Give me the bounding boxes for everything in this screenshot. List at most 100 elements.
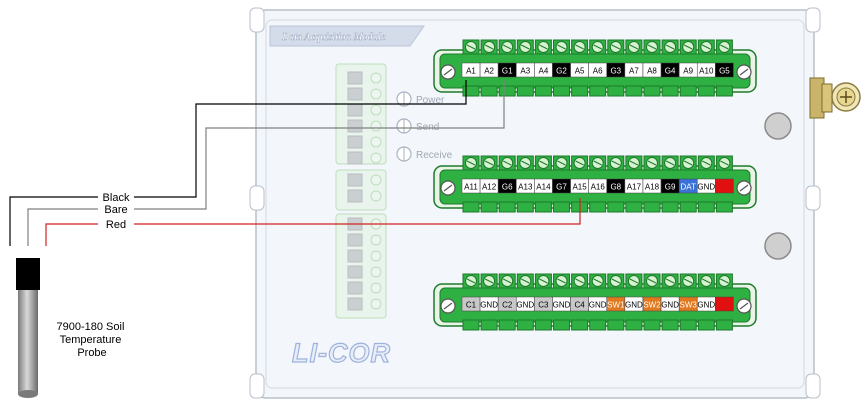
led-power: Power [396, 91, 445, 107]
terminal-a1: A1 [461, 62, 481, 78]
terminal-g9: G9 [660, 178, 680, 194]
terminal-label: G8 [610, 183, 621, 192]
module-title-banner: Data Acquisition Module [269, 25, 425, 47]
terminal-a3: A3 [516, 62, 535, 78]
terminal-label: A16 [591, 183, 606, 192]
led-label: Power [416, 95, 445, 106]
wire-label-black: Black [103, 192, 130, 204]
round-button[interactable] [764, 232, 792, 260]
terminal-label: G5 [719, 67, 730, 76]
terminal-g3: G3 [606, 62, 626, 78]
terminal-a7: A7 [624, 62, 644, 78]
terminal-label: A18 [645, 183, 660, 192]
terminal-label: PWR [715, 183, 734, 192]
led-send: Send [396, 118, 439, 134]
wires [9, 80, 581, 246]
terminal-g4: G4 [660, 62, 680, 78]
bnc-connector [809, 77, 861, 119]
terminal-g6: G6 [497, 178, 517, 194]
terminal-a17: A17 [624, 178, 644, 194]
led-receive: Receive [396, 146, 453, 162]
terminal-label: A12 [482, 183, 497, 192]
terminal-label: C4 [574, 301, 585, 310]
terminal-label: G1 [502, 67, 513, 76]
terminal-label: A7 [629, 67, 639, 76]
terminal-sw3: SW3 [678, 296, 698, 312]
terminal-a10: A10 [697, 62, 716, 78]
brand-logo: LI-COR [292, 338, 391, 368]
terminal-label: DAT [680, 183, 696, 192]
terminal-pwr: PWR [715, 178, 734, 194]
terminal-gnd: GND [660, 296, 680, 312]
terminal-label: A9 [683, 67, 693, 76]
terminal-label: GND [516, 301, 534, 310]
terminal-g5: G5 [715, 62, 734, 78]
terminal-g2: G2 [552, 62, 571, 78]
bare-wire [27, 80, 505, 246]
terminal-label: A3 [520, 67, 530, 76]
terminal-label: C1 [466, 301, 477, 310]
terminal-label: A14 [536, 183, 551, 192]
terminal-a4: A4 [534, 62, 553, 78]
terminal-c3: C3 [534, 296, 553, 312]
terminal-c4: C4 [570, 296, 589, 312]
terminal-g8: G8 [606, 178, 626, 194]
terminal-label: C3 [538, 301, 549, 310]
terminal-label: GND [697, 301, 715, 310]
terminal-a2: A2 [479, 62, 499, 78]
terminal-g1: G1 [497, 62, 517, 78]
temperature-probe [16, 258, 40, 398]
terminal-label: A11 [464, 183, 478, 192]
terminal-label: GND [589, 301, 607, 310]
terminal-g7: G7 [552, 178, 571, 194]
terminal-a9: A9 [678, 62, 698, 78]
terminal-label: A13 [518, 183, 533, 192]
terminal-c1: C1 [461, 296, 481, 312]
terminal-label: G2 [556, 67, 567, 76]
terminal-gnd: GND [479, 296, 499, 312]
terminal-a5: A5 [570, 62, 589, 78]
terminal-a11: A11 [461, 178, 481, 194]
terminal-label: SW1 [607, 301, 625, 310]
terminal-a8: A8 [642, 62, 662, 78]
terminal-label: A6 [593, 67, 603, 76]
led-label: Receive [416, 150, 453, 161]
terminal-gnd: GND [588, 296, 607, 312]
terminal-a18: A18 [642, 178, 662, 194]
terminal-label: GND [553, 301, 571, 310]
terminal-label: G6 [502, 183, 513, 192]
terminal-c2: C2 [497, 296, 517, 312]
terminal-pwr: PWR [715, 296, 734, 312]
terminal-label: C2 [502, 301, 513, 310]
terminal-label: G3 [610, 67, 621, 76]
terminal-label: G9 [665, 183, 676, 192]
terminal-label: A2 [484, 67, 494, 76]
terminal-label: SW2 [643, 301, 661, 310]
internal-connector-strip [335, 63, 387, 319]
terminal-label: A17 [627, 183, 642, 192]
terminal-gnd: GND [552, 296, 571, 312]
wire-label-bare: Bare [104, 204, 127, 216]
wire-label-red: Red [106, 219, 126, 231]
terminal-gnd: GND [624, 296, 644, 312]
terminal-label: GND [661, 301, 679, 310]
terminal-label: SW3 [680, 301, 698, 310]
module-title: Data Acquisition Module [281, 32, 386, 43]
terminal-label: G4 [665, 67, 676, 76]
round-button[interactable] [764, 112, 792, 140]
black-wire [9, 80, 467, 246]
terminal-a14: A14 [534, 178, 553, 194]
terminal-a12: A12 [479, 178, 499, 194]
terminal-label: A10 [699, 67, 714, 76]
probe-label: 7900-180 Soil Temperature Probe [57, 321, 128, 359]
terminal-a13: A13 [516, 178, 535, 194]
terminal-label: A5 [575, 67, 585, 76]
terminal-dat: DAT [678, 178, 698, 194]
terminal-gnd: GND [516, 296, 535, 312]
terminal-label: GND [480, 301, 498, 310]
terminal-sw2: SW2 [642, 296, 662, 312]
